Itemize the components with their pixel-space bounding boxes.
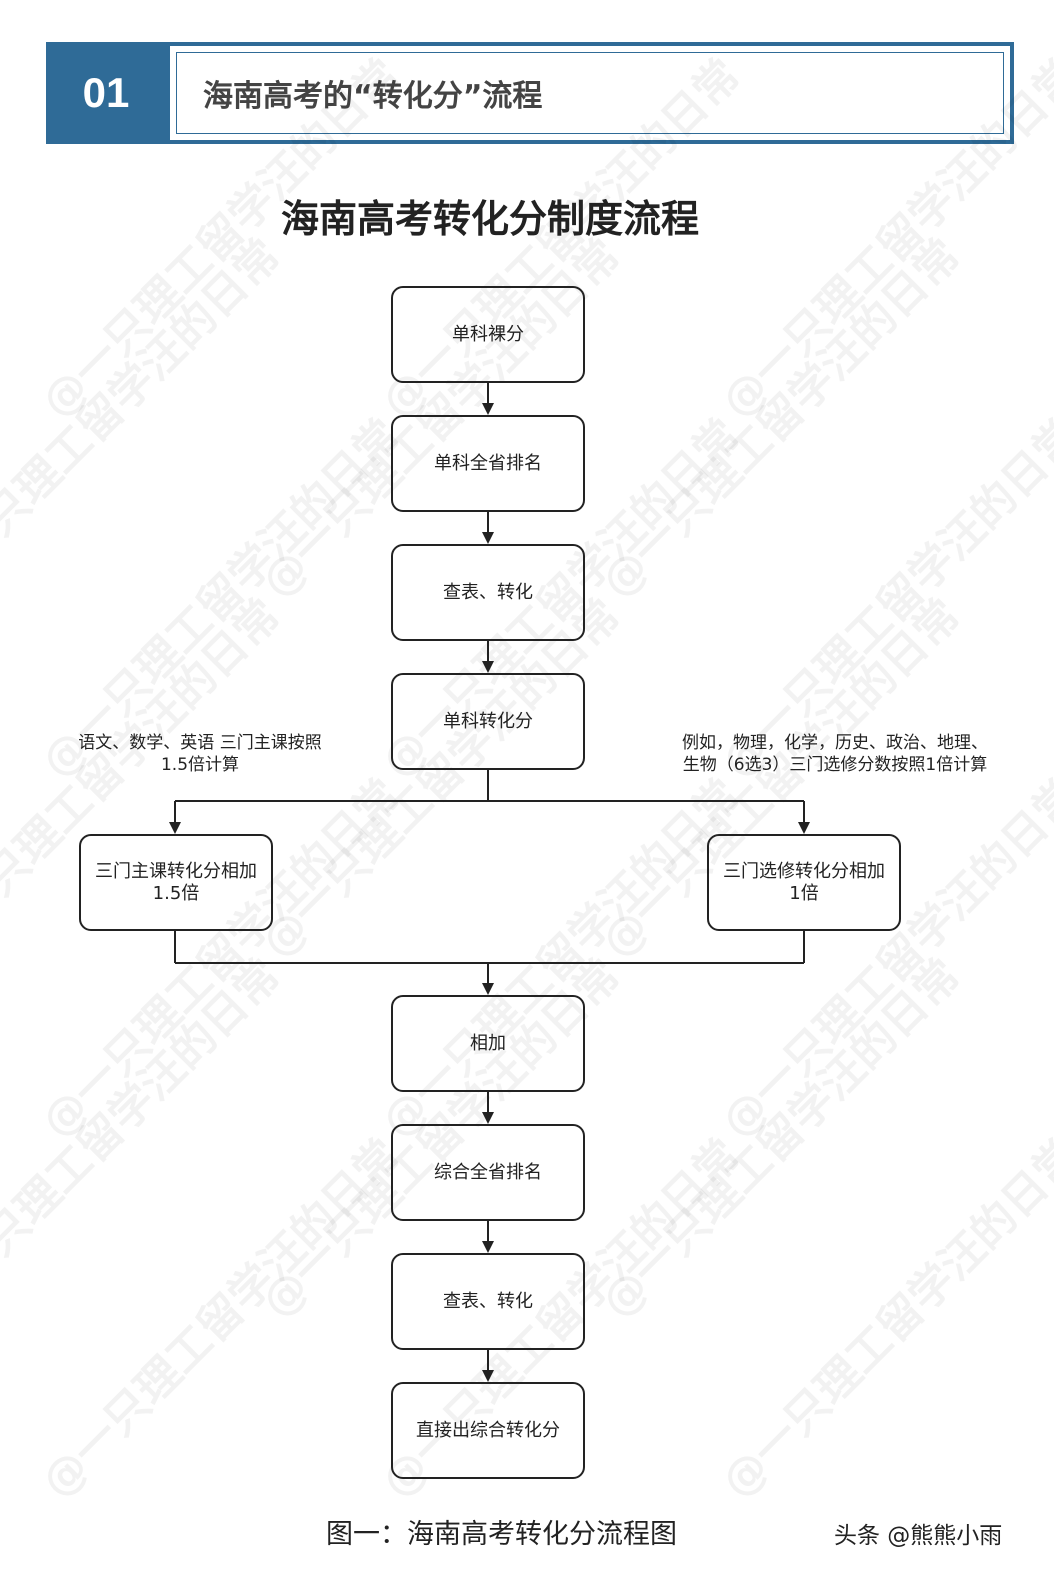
- note-core-line1: 语文、数学、英语 三门主课按照: [78, 733, 322, 753]
- section-title: 海南高考的“转化分”流程: [203, 79, 543, 114]
- node-subject-rank-label: 单科全省排名: [434, 452, 542, 474]
- node-overall-rank-label: 综合全省排名: [434, 1161, 542, 1183]
- node-subject-converted: 单科转化分: [391, 673, 585, 770]
- note-elective-line1: 例如，物理，化学，历史、政治、地理、: [682, 733, 988, 753]
- node-elective-sum: 三门选修转化分相加 1倍: [707, 834, 901, 931]
- node-add-label: 相加: [470, 1032, 506, 1054]
- section-number: 01: [46, 42, 166, 144]
- node-elective-sum-line2: 1倍: [789, 882, 819, 904]
- node-subject-rank: 单科全省排名: [391, 415, 585, 512]
- node-elective-sum-line1: 三门选修转化分相加: [723, 860, 885, 882]
- node-final-score-label: 直接出综合转化分: [416, 1419, 560, 1441]
- node-lookup-convert-1: 查表、转化: [391, 544, 585, 641]
- note-elective-subjects: 例如，物理，化学，历史、政治、地理、 生物（6选3）三门选修分数按照1倍计算: [650, 732, 1020, 776]
- node-lookup-convert-1-label: 查表、转化: [443, 581, 533, 603]
- note-elective-line2: 生物（6选3）三门选修分数按照1倍计算: [682, 755, 988, 775]
- figure-caption: 图一：海南高考转化分流程图: [326, 1519, 677, 1550]
- section-title-frame: 海南高考的“转化分”流程: [166, 42, 1014, 144]
- node-core-sum: 三门主课转化分相加 1.5倍: [79, 834, 273, 931]
- node-subject-converted-label: 单科转化分: [443, 710, 533, 732]
- node-overall-rank: 综合全省排名: [391, 1124, 585, 1221]
- node-lookup-convert-2: 查表、转化: [391, 1253, 585, 1350]
- section-title-inner: 海南高考的“转化分”流程: [176, 52, 1004, 134]
- node-raw-score-label: 单科裸分: [452, 323, 524, 345]
- node-raw-score: 单科裸分: [391, 286, 585, 383]
- node-lookup-convert-2-label: 查表、转化: [443, 1290, 533, 1312]
- author-credit: 头条 @熊熊小雨: [834, 1523, 1003, 1549]
- note-core-line2: 1.5倍计算: [160, 755, 240, 775]
- diagram-title: 海南高考转化分制度流程: [280, 197, 699, 241]
- note-core-subjects: 语文、数学、英语 三门主课按照 1.5倍计算: [50, 732, 350, 776]
- section-header: 01 海南高考的“转化分”流程: [46, 42, 1014, 144]
- node-add: 相加: [391, 995, 585, 1092]
- node-core-sum-line2: 1.5倍: [152, 882, 200, 904]
- node-core-sum-line1: 三门主课转化分相加: [95, 860, 257, 882]
- node-final-score: 直接出综合转化分: [391, 1382, 585, 1479]
